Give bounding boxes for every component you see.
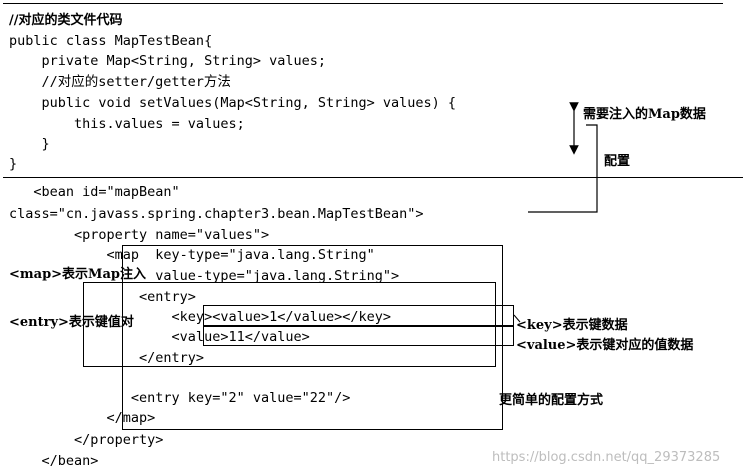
- xml-line-5: value-type="java.lang.String">: [9, 268, 400, 284]
- value-label-note: <value>表示键对应的值数据: [516, 338, 694, 353]
- watermark: https://blog.csdn.net/qq_29373285: [492, 450, 721, 465]
- xml-line-11: <entry key="2" value="22"/>: [9, 390, 351, 406]
- java-line-4: public void setValues(Map<String, String…: [9, 95, 457, 111]
- xml-line-13: </property>: [9, 432, 164, 448]
- xml-line-8: <value>11</value>: [9, 329, 310, 345]
- map-box: [122, 245, 503, 430]
- key-label-note: <key>表示键数据: [516, 318, 628, 333]
- key-box: [203, 305, 514, 326]
- java-line-2: private Map<String, String> values;: [9, 53, 326, 69]
- top-border: [3, 3, 723, 4]
- java-line-6: }: [9, 136, 50, 152]
- entry-label-note: <entry>表示键值对: [9, 315, 134, 330]
- java-line-5: this.values = values;: [9, 116, 245, 132]
- java-line-3: //对应的setter/getter方法: [9, 74, 231, 90]
- xml-line-7: <key><value>1</value></key>: [9, 309, 392, 325]
- xml-line-6: <entry>: [9, 289, 196, 305]
- xml-line-14: </bean>: [9, 453, 99, 469]
- config-note: 配置: [604, 154, 631, 169]
- java-line-1: public class MapTestBean{: [9, 33, 213, 49]
- map-label-note: <map>表示Map注入: [9, 267, 146, 282]
- java-line-7: }: [9, 156, 18, 172]
- xml-line-1: <bean id="mapBean": [9, 184, 180, 200]
- java-comment: //对应的类文件代码: [9, 13, 123, 28]
- xml-line-9: </entry>: [9, 350, 205, 366]
- section-divider: [3, 177, 743, 178]
- config-connector: [528, 124, 598, 213]
- value-box: [203, 326, 514, 346]
- xml-line-2: class="cn.javass.spring.chapter3.bean.Ma…: [9, 206, 424, 222]
- xml-line-3: <property name="values">: [9, 227, 270, 243]
- simple-config-note: 更简单的配置方式: [499, 393, 604, 408]
- entry-box: [83, 282, 496, 367]
- xml-line-12: </map>: [9, 410, 156, 426]
- key-pointer: [513, 314, 521, 323]
- inject-map-data-note: 需要注入的Map数据: [583, 107, 706, 122]
